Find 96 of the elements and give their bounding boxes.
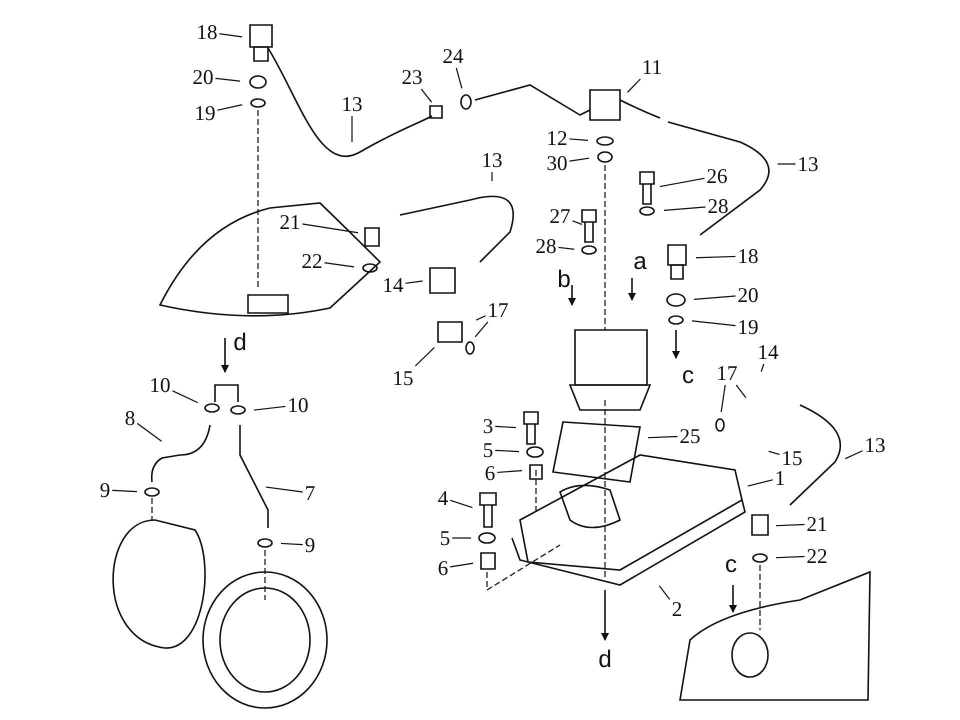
callout-number: 13 [864, 434, 886, 456]
callout-number: 1 [774, 467, 786, 489]
callout-number: 5 [440, 527, 450, 549]
leader-line [495, 426, 516, 428]
leader-line [112, 490, 138, 492]
callout-number: 18 [738, 245, 758, 267]
callout-number: 19 [738, 316, 758, 338]
leader-line [280, 542, 303, 546]
view-letter: b [557, 268, 571, 292]
callout-number: 5 [482, 439, 494, 461]
leader-line [217, 104, 242, 111]
callout-number: 10 [288, 394, 308, 416]
leader-line [760, 364, 764, 372]
callout-number: 30 [546, 152, 568, 174]
leader-line [414, 347, 435, 366]
leader-line [324, 262, 354, 268]
leader-line [776, 524, 805, 526]
leader-line [696, 256, 736, 258]
callout-number: 14 [382, 274, 404, 296]
callout-number: 2 [672, 598, 682, 620]
leader-line [720, 384, 726, 412]
leader-line [456, 68, 462, 88]
leader-line [450, 562, 474, 568]
callout-number: 13 [482, 149, 502, 171]
leader-line [778, 163, 796, 165]
leader-line [694, 295, 736, 300]
leader-line [351, 116, 353, 142]
callout-number: 22 [806, 545, 828, 567]
view-letter: a [633, 250, 647, 274]
callout-number: 19 [194, 102, 216, 124]
leader-line [692, 320, 736, 326]
leader-line [302, 223, 358, 234]
leader-line [658, 585, 670, 600]
leader-line [736, 384, 746, 398]
callout-number: 14 [758, 341, 778, 363]
leader-line [476, 315, 486, 321]
callout-number: 7 [304, 482, 316, 504]
callout-number: 23 [402, 66, 422, 88]
leader-line [266, 486, 303, 493]
leader-line [450, 500, 473, 508]
callout-number: 6 [484, 462, 496, 484]
callout-number: 20 [738, 284, 758, 306]
leader-line [569, 158, 590, 162]
callout-number: 9 [100, 479, 110, 501]
callout-number: 15 [782, 447, 802, 469]
callout-number: 28 [708, 195, 728, 217]
callout-number: 3 [482, 415, 494, 437]
leader-line [558, 246, 574, 250]
leader-line [497, 470, 522, 474]
leader-line [569, 138, 588, 141]
callout-number: 26 [706, 165, 728, 187]
callout-number: 10 [150, 374, 170, 396]
callout-number: 8 [124, 407, 136, 429]
callout-number: 11 [642, 56, 662, 78]
callout-number: 21 [806, 513, 828, 535]
leader-line [420, 88, 432, 103]
leader-line [215, 78, 240, 82]
callout-number: 9 [304, 534, 316, 556]
leader-line [845, 450, 863, 460]
callout-number: 6 [438, 557, 448, 579]
callout-number: 18 [196, 21, 218, 43]
callout-number: 21 [280, 211, 300, 233]
leader-line [136, 422, 162, 442]
view-letter: c [725, 553, 737, 577]
callout-number: 17 [716, 362, 738, 384]
leader-line [172, 390, 198, 404]
callout-number: 28 [536, 235, 556, 257]
callout-number: 25 [680, 425, 700, 447]
callout-number: 13 [342, 93, 362, 115]
callout-number: 4 [438, 487, 448, 509]
view-letter: c [682, 364, 694, 388]
leader-line [254, 406, 286, 411]
leader-line [768, 450, 780, 455]
callout-number: 12 [546, 127, 568, 149]
leader-line [648, 436, 678, 438]
leader-line [660, 178, 705, 188]
leader-line [495, 450, 520, 452]
leader-line [491, 172, 493, 182]
leader-line [664, 206, 706, 211]
callout-number: 17 [488, 299, 508, 321]
leader-line [474, 322, 488, 338]
callout-number: 27 [550, 205, 570, 227]
callout-number: 20 [192, 66, 214, 88]
callout-number: 24 [442, 45, 464, 67]
view-letter: d [598, 648, 612, 672]
leader-line [572, 220, 582, 225]
view-letter: d [233, 331, 247, 355]
leader-line [219, 33, 242, 38]
leader-line [405, 280, 423, 284]
leader-line [627, 78, 641, 93]
leader-line [748, 479, 773, 487]
leader-line [776, 556, 805, 558]
leader-line [452, 537, 471, 539]
callout-number: 13 [798, 153, 818, 175]
callout-number: 15 [392, 367, 414, 389]
callout-number: 22 [302, 250, 322, 272]
